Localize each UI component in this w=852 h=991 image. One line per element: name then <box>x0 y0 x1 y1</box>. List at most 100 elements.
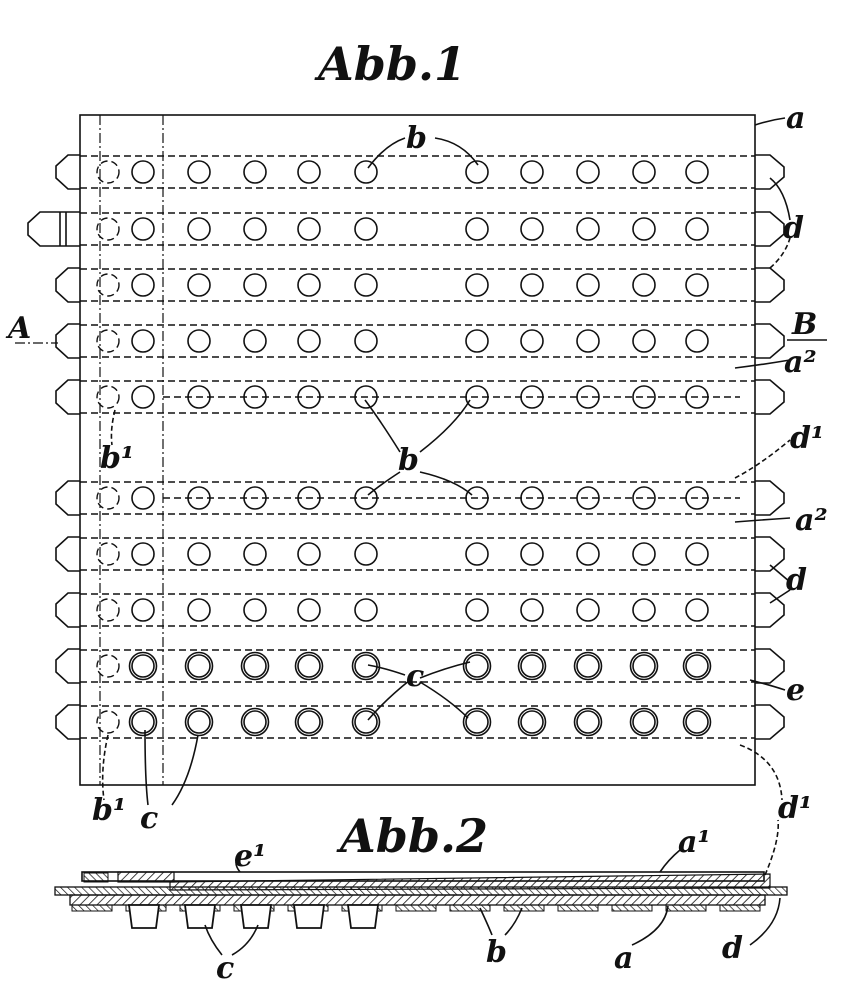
label-b-middle: b <box>398 443 419 478</box>
strip-tab-right <box>755 267 785 303</box>
label-b-top: b <box>406 121 427 156</box>
strip-tab-right <box>755 536 785 572</box>
hole <box>632 542 656 566</box>
hole <box>187 273 211 297</box>
strip-tab-right <box>755 648 785 684</box>
hole <box>685 710 709 734</box>
figure-2-leader-lines <box>204 819 781 956</box>
figure-1: Abb.1 <box>5 37 828 836</box>
hole <box>685 273 709 297</box>
hole <box>96 542 120 566</box>
hole <box>632 710 656 734</box>
hole <box>187 160 211 184</box>
hole <box>354 542 378 566</box>
hole <box>187 710 211 734</box>
label-a: a <box>786 101 805 136</box>
pin-c <box>292 904 326 929</box>
hole <box>465 160 489 184</box>
hole <box>520 598 544 622</box>
hole <box>632 385 656 409</box>
segment-b <box>395 904 437 912</box>
hole <box>520 710 544 734</box>
strip-tab-right <box>755 211 785 247</box>
hole <box>520 273 544 297</box>
pin-c <box>629 707 659 737</box>
strip-tab-left <box>55 323 80 359</box>
hole <box>465 542 489 566</box>
strip-row <box>27 211 785 247</box>
pin-c <box>351 707 381 737</box>
hole <box>465 217 489 241</box>
hole <box>297 160 321 184</box>
hole <box>354 160 378 184</box>
strip-row <box>55 592 785 628</box>
hole <box>576 217 600 241</box>
label-a2-lower: a² <box>795 503 828 538</box>
hole <box>576 160 600 184</box>
pin-c <box>682 651 712 681</box>
label-d-top: d <box>783 211 804 246</box>
strip-row <box>55 267 785 303</box>
strip-row <box>55 704 785 740</box>
pin-c <box>517 651 547 681</box>
hole <box>131 329 155 353</box>
label-b1-bottom: b¹ <box>92 793 126 828</box>
hole <box>576 273 600 297</box>
hole <box>632 598 656 622</box>
label-d1-right: d¹ <box>790 421 824 456</box>
pin-c <box>346 904 380 929</box>
strip-tab-right <box>755 379 785 415</box>
hole <box>297 329 321 353</box>
hole <box>685 217 709 241</box>
strip-tab-right <box>755 592 785 628</box>
hole <box>243 598 267 622</box>
pin-c <box>239 904 273 929</box>
hole <box>632 486 656 510</box>
segment-b <box>665 904 707 912</box>
pin-c <box>462 707 492 737</box>
hole <box>297 710 321 734</box>
hole <box>632 217 656 241</box>
hole <box>131 160 155 184</box>
strip-rows <box>27 154 785 740</box>
pin-c <box>240 651 270 681</box>
hole <box>685 654 709 678</box>
strip-tab-left <box>55 592 80 628</box>
hole <box>354 598 378 622</box>
strip-tab-right <box>755 480 785 516</box>
hole <box>96 486 120 510</box>
hole <box>96 217 120 241</box>
label-c-fig2: c <box>216 951 234 986</box>
pin-c <box>127 904 161 929</box>
strip-row <box>55 648 785 684</box>
hole <box>96 329 120 353</box>
strip-tab-right <box>755 154 785 190</box>
label-a-fig2: a <box>614 941 633 976</box>
hole <box>297 598 321 622</box>
plate-a <box>79 114 756 786</box>
hole <box>465 273 489 297</box>
hole <box>297 542 321 566</box>
strip-tab-left <box>55 704 80 740</box>
hole <box>96 385 120 409</box>
hole <box>576 710 600 734</box>
hole <box>576 329 600 353</box>
strip-tab-right <box>755 704 785 740</box>
strip-tab-left <box>55 648 80 684</box>
hole <box>520 654 544 678</box>
hole <box>520 329 544 353</box>
label-b1-left: b¹ <box>100 441 134 476</box>
segment-b <box>71 904 113 912</box>
hole <box>243 329 267 353</box>
hole <box>131 710 155 734</box>
leader-lines <box>101 117 791 806</box>
hole <box>520 542 544 566</box>
hole <box>243 217 267 241</box>
label-b-fig2: b <box>486 935 507 970</box>
hole <box>685 329 709 353</box>
hole <box>187 542 211 566</box>
pin-c <box>517 707 547 737</box>
base-plate-a <box>69 894 766 906</box>
label-c-middle: c <box>406 659 424 694</box>
